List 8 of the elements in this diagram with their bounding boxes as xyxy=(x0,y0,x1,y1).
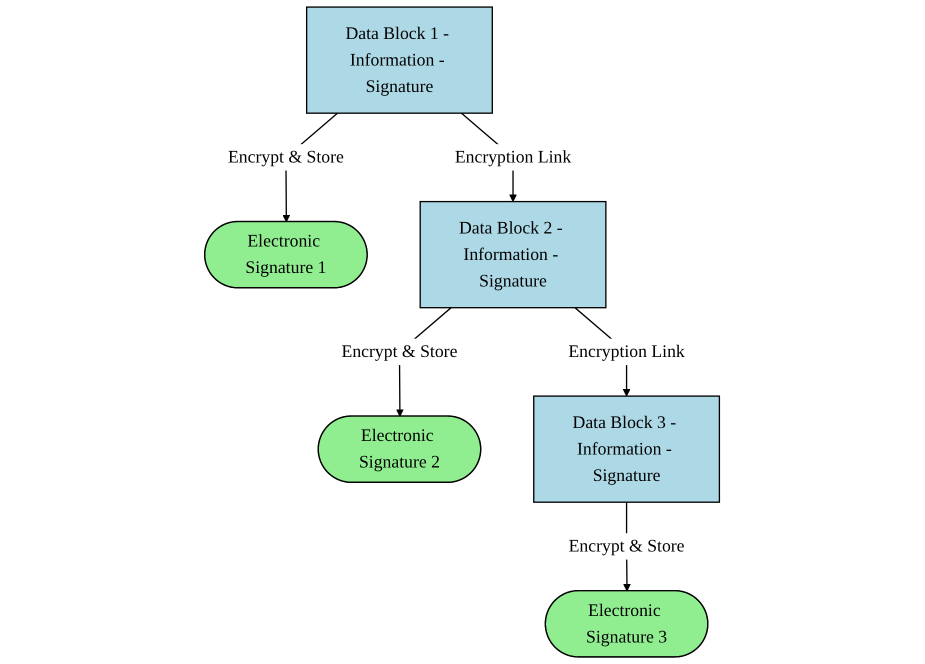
edge-label: Encrypt & Store xyxy=(228,148,344,168)
node-box: Data Block 2 - Information - Signature xyxy=(420,200,607,308)
node-box: Data Block 1 - Information - Signature xyxy=(306,6,494,114)
edge-label: Encrypt & Store xyxy=(569,536,685,556)
edge-label: Encrypt & Store xyxy=(342,342,458,362)
node-box: Data Block 3 - Information - Signature xyxy=(534,395,721,503)
edge-label: Encryption Link xyxy=(455,148,572,168)
edge-label: Encryption Link xyxy=(568,342,686,362)
